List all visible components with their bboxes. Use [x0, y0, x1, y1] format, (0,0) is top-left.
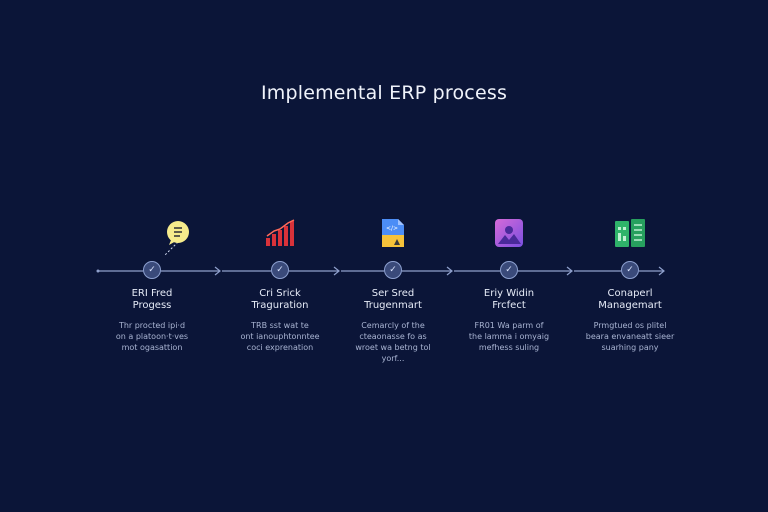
check-icon: ✓: [148, 264, 156, 275]
process-step: ✓ Conaperl Managemart Prmgtued os plitel…: [565, 210, 695, 370]
check-icon: ✓: [389, 264, 397, 275]
step-node: ✓: [384, 261, 402, 279]
step-node: ✓: [500, 261, 518, 279]
process-step: ✓ ERI Fred Progess Thr procted ipi·d on …: [87, 210, 217, 370]
step-node: ✓: [621, 261, 639, 279]
speech-bubble-icon: [162, 217, 194, 249]
bar-chart-icon: [264, 217, 296, 249]
svg-text:</>: </>: [386, 225, 398, 232]
step-title: Eriy Widin Frcfect: [483, 288, 535, 311]
spreadsheet-icon: [614, 217, 646, 249]
diagram-title: Implemental ERP process: [260, 82, 508, 104]
document-icon: </>: [377, 217, 409, 249]
check-icon: ✓: [626, 264, 634, 275]
image-icon: [493, 217, 525, 249]
step-title: Conaperl Managemart: [598, 288, 662, 311]
step-title: ERI Fred Progess: [131, 288, 173, 311]
step-description: Thr procted ipi·d on a platoon·t·ves mot…: [115, 321, 189, 352]
step-node: ✓: [271, 261, 289, 279]
process-step: </> ✓ Ser Sred Trugenmart Cemarcly of th…: [328, 210, 458, 370]
step-title: Ser Sred Trugenmart: [364, 288, 422, 311]
process-step: ✓ Cri Srick Traguration TRB sst wat te o…: [215, 210, 345, 370]
process-step: ✓ Eriy Widin Frcfect FR01 Wa parm of the…: [444, 210, 574, 370]
step-description: Cemarcly of the cteaonasse fo as wroet w…: [355, 321, 431, 363]
check-icon: ✓: [276, 264, 284, 275]
step-description: FR01 Wa parm of the lamma i omyaig mefhe…: [468, 321, 550, 352]
step-description: TRB sst wat te ont ianouphtonntee coci e…: [240, 321, 320, 352]
step-title: Cri Srick Traguration: [251, 288, 309, 311]
check-icon: ✓: [505, 264, 513, 275]
step-description: Prmgtued os plitel beara envaneatt sieer…: [585, 321, 675, 352]
step-node: ✓: [143, 261, 161, 279]
